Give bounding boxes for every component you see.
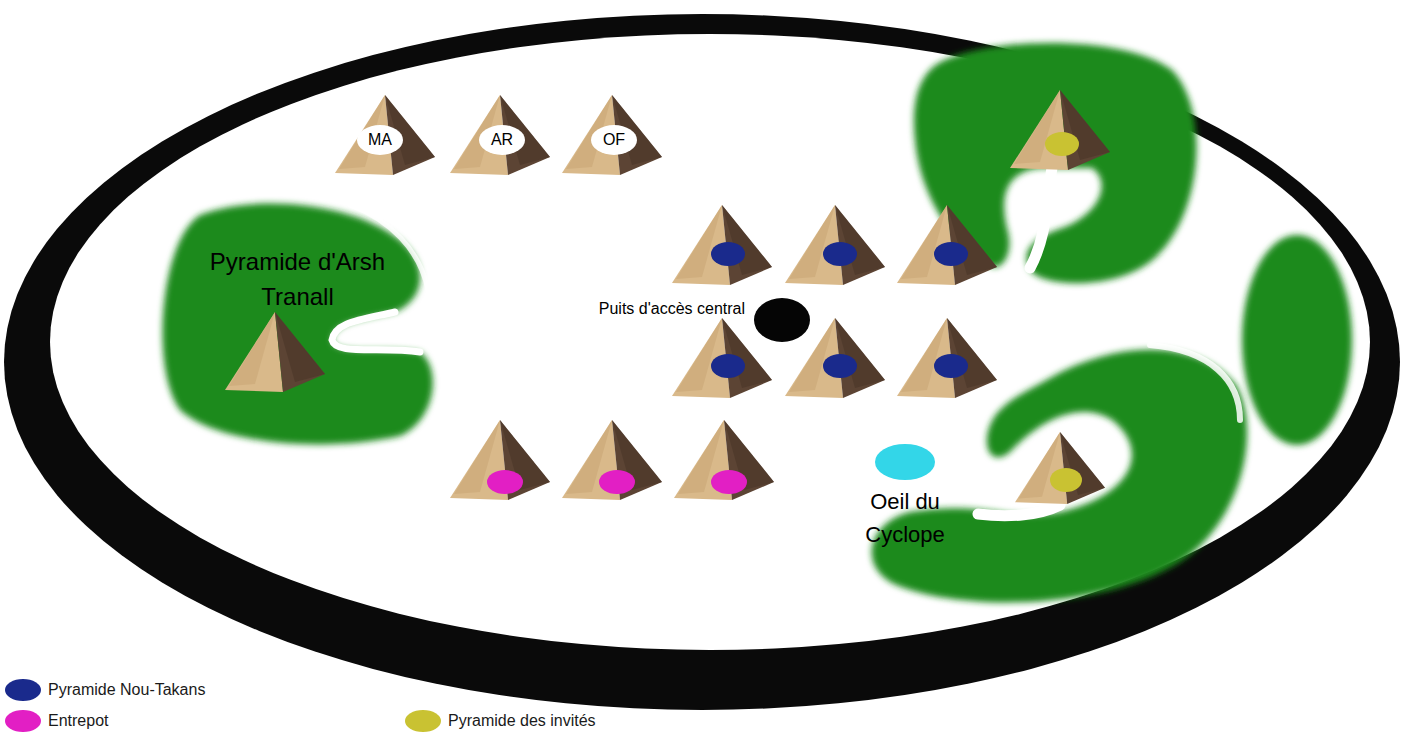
marker-shape xyxy=(754,298,810,342)
pyramid-dot xyxy=(711,242,745,266)
marker-shape xyxy=(479,125,525,155)
legend-text: Entrepot xyxy=(48,711,108,732)
legend-entry: Pyramide Nou-Takans xyxy=(4,678,205,702)
legend-entry: Entrepot xyxy=(4,709,108,733)
white-edge xyxy=(332,312,420,352)
white-path xyxy=(978,505,1060,516)
region-label: Pyramide d'Arsh Tranall xyxy=(165,205,430,440)
pyramid-dot xyxy=(711,470,747,494)
node-text: AR xyxy=(491,131,513,149)
node-text: OF xyxy=(603,131,625,149)
node-text: Oeil du Cyclope xyxy=(845,485,965,551)
legend-swatch xyxy=(404,709,442,733)
ground xyxy=(50,34,1370,650)
legend-text: Pyramide Nou-Takans xyxy=(48,680,205,701)
eye-marker: Oeil du Cyclope xyxy=(820,443,990,558)
pyramid-dot xyxy=(823,354,857,378)
pyramid-dot xyxy=(1045,132,1079,156)
green-area xyxy=(163,204,433,445)
pyramid-label: MA xyxy=(357,125,403,155)
legend-swatch xyxy=(4,709,42,733)
white-edge xyxy=(1150,345,1240,420)
pyramid-dot xyxy=(487,470,523,494)
pyramid-dot xyxy=(599,470,635,494)
pyramid-dot xyxy=(1050,468,1082,492)
legend-swatch xyxy=(4,678,42,702)
white-edge xyxy=(350,205,428,290)
marker-shape xyxy=(357,125,403,155)
rim xyxy=(4,14,1400,710)
node-text: Pyramide d'Arsh Tranall xyxy=(198,245,398,315)
legend-entry: Pyramide des invités xyxy=(404,709,596,733)
white-path xyxy=(1030,168,1052,268)
green-area xyxy=(914,43,1197,283)
node-text: Puits d'accès central xyxy=(599,297,745,320)
legend-text: Pyramide des invités xyxy=(448,711,596,732)
pyramid-dot xyxy=(934,242,968,266)
marker-shape xyxy=(875,444,935,480)
pyramid-label: AR xyxy=(479,125,525,155)
node-text: MA xyxy=(368,131,392,149)
shaft-marker: Puits d'accès central xyxy=(500,296,815,344)
pyramid-dot xyxy=(711,354,745,378)
marker-shape xyxy=(591,125,637,155)
pyramid-dot xyxy=(934,354,968,378)
green-area xyxy=(1242,235,1352,445)
pyramid-label: OF xyxy=(591,125,637,155)
pyramid-dot xyxy=(823,242,857,266)
